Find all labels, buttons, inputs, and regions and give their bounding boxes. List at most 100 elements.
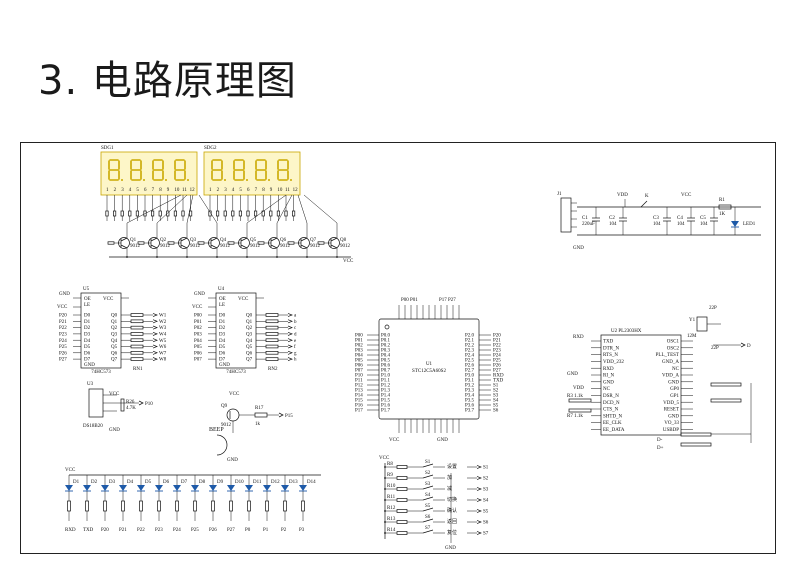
led-icon — [155, 485, 163, 491]
vcc-label: VCC — [389, 438, 400, 443]
led-resistor — [175, 500, 179, 512]
pin-name: Q3 — [246, 333, 253, 338]
switch-lever — [422, 474, 434, 479]
mcu-pin-name: P2.2 — [465, 344, 475, 349]
junction-dot — [384, 477, 386, 479]
net-port — [278, 412, 284, 418]
seven-segment-digit — [277, 159, 292, 181]
res-ref: R14 — [387, 528, 396, 533]
mcu-pin-name: P2.3 — [465, 349, 475, 354]
resistor — [120, 210, 124, 217]
transistor-label: Q3 — [190, 238, 197, 243]
led-icon — [299, 485, 307, 491]
crystal-ref: Y1 — [689, 318, 696, 323]
decimal-point — [187, 179, 189, 181]
mcu-net: P11 — [355, 379, 363, 384]
output-net: W5 — [159, 339, 167, 344]
switch-lever — [422, 496, 434, 501]
usb-pin-name: DSR_N — [603, 394, 619, 399]
led-icon — [227, 485, 235, 491]
power-connector — [560, 197, 572, 233]
junction-dot — [306, 256, 308, 258]
pin-number: 3 — [121, 188, 124, 193]
junction-dot — [246, 256, 248, 258]
switch-name: 减 — [447, 485, 452, 492]
led-icon — [119, 485, 127, 491]
top-net: P17 P27 — [439, 298, 456, 303]
led-net: P2 — [281, 528, 287, 533]
wire — [300, 237, 308, 242]
led-label: D5 — [145, 480, 152, 485]
seven-segment-digit — [152, 159, 167, 181]
net-port — [287, 331, 293, 336]
mcu-pin-name: P3.7 — [465, 409, 475, 414]
mcu-pin-name: P2.6 — [465, 364, 475, 369]
led-net: P21 — [119, 528, 127, 533]
wire — [270, 244, 278, 249]
pin-name: D2 — [84, 326, 91, 331]
wire — [198, 194, 218, 224]
net-port — [138, 400, 144, 406]
vcc-label: VCC — [681, 193, 692, 198]
resistor — [105, 210, 109, 217]
mcu-net: S5 — [493, 404, 499, 409]
led-net: TXD — [83, 528, 94, 533]
led-resistor — [193, 500, 197, 512]
led-icon — [65, 485, 73, 491]
input-net: P20 — [59, 314, 67, 319]
pin-number: 7 — [255, 188, 258, 193]
output-net: W1 — [159, 314, 167, 319]
res-ref: R17 — [255, 406, 264, 411]
switch-label: S7 — [425, 526, 431, 531]
net-port — [476, 487, 482, 491]
key-resistor — [396, 520, 408, 524]
resnet-ref: RN1 — [133, 367, 143, 372]
pin-number: 6 — [247, 188, 250, 193]
base-resistor — [137, 241, 145, 245]
led-label: D10 — [235, 480, 244, 485]
mcu-net: P16 — [355, 404, 363, 409]
mcu-pin-name: P1.3 — [381, 389, 391, 394]
led-resistor — [85, 500, 89, 512]
mcu-net: P21 — [493, 339, 501, 344]
pin-name: OE — [84, 297, 91, 302]
res-ref: R3 1.1k — [567, 394, 583, 399]
resistor — [151, 210, 155, 217]
led-label: D2 — [91, 480, 98, 485]
switch-name: 返回 — [447, 518, 457, 525]
net-port — [152, 357, 158, 362]
pin-name: Q2 — [111, 326, 118, 331]
net-port — [287, 350, 293, 355]
led-label: D4 — [127, 480, 134, 485]
net-port — [287, 319, 293, 324]
pin-name: Q1 — [246, 320, 253, 325]
pin-number: 12 — [293, 188, 299, 193]
resnet-element — [130, 319, 144, 324]
junction-dot — [156, 256, 158, 258]
cap-ref: C1 — [582, 216, 588, 221]
pin-name: Q4 — [246, 339, 253, 344]
cap-value: 104 — [653, 222, 661, 227]
base-resistor — [197, 241, 205, 245]
transistor-part: 9012 — [160, 244, 171, 249]
mcu-ref: U1 — [426, 362, 433, 367]
mcu-pin-name: P3.6 — [465, 404, 475, 409]
net-port — [476, 465, 482, 469]
usb-pin-name: NC — [603, 387, 611, 392]
transistor-part: 9012 — [220, 244, 231, 249]
mcu-pin-name: P1.1 — [381, 379, 391, 384]
mcu-net: S6 — [493, 409, 499, 414]
display-label: SDG1 — [101, 146, 114, 151]
net-port — [287, 357, 293, 362]
mcu-pin-name: P0.2 — [381, 344, 391, 349]
usb-chip-ref: U2 PL2303HX — [611, 329, 642, 334]
resnet-element — [130, 351, 144, 355]
decimal-point — [165, 179, 167, 181]
mcu-pin-name: P3.4 — [465, 394, 475, 399]
mcu-pin-name: P0.7 — [381, 369, 391, 374]
switch-lever — [422, 463, 434, 468]
pin-name: D0 — [84, 314, 91, 319]
switch-name: 设置 — [447, 463, 457, 470]
usb-pin-name: VDD_5 — [663, 401, 679, 406]
mcu-net: P10 — [355, 374, 363, 379]
